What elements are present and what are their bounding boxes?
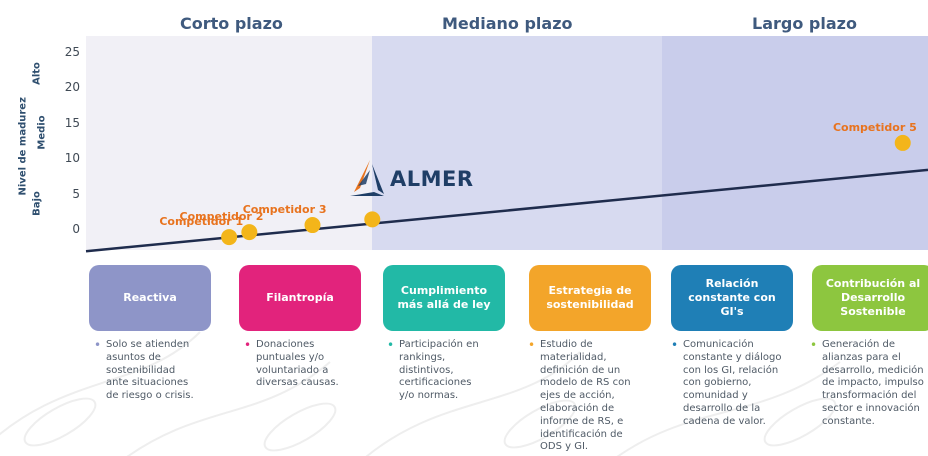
stage-card-reactiva: Reactiva	[89, 265, 211, 331]
phase-title-short: Corto plazo	[180, 14, 283, 33]
band-short-term	[86, 36, 372, 250]
phase-title-medium: Mediano plazo	[442, 14, 573, 33]
stage-description-cumplimiento: • Participación en rankings, distintivos…	[387, 339, 517, 403]
competitor-label: Competidor 1	[159, 215, 243, 228]
almer-logo-mark-icon	[350, 160, 384, 196]
stage-title: Contribución al Desarrollo Sostenible	[825, 277, 921, 318]
stage-description-contribucion: • Generación de alianzas para el desarro…	[810, 339, 928, 429]
stage-description-text: Comunicación constante y diálogo con los…	[683, 339, 782, 427]
bullet-dot: •	[528, 338, 536, 352]
stage-card-filantropia: Filantropía	[239, 265, 361, 331]
stage-description-relacion: • Comunicación constante y diálogo con l…	[671, 339, 801, 429]
bullet-dot: •	[94, 338, 102, 352]
bullet-dot: •	[671, 338, 679, 352]
stage-description-text: Estudio de materialidad, definición de u…	[540, 339, 631, 453]
stage-title: Cumplimiento más allá de ley	[397, 284, 491, 311]
stage-description-text: Donaciones puntuales y/o voluntariado a …	[256, 339, 339, 389]
y-tick-label: 5	[72, 186, 80, 201]
stage-card-contribucion: Contribución al Desarrollo Sostenible	[812, 265, 928, 331]
bullet-dot: •	[387, 338, 395, 352]
band-medium-term	[372, 36, 662, 250]
y-tick-label: 0	[72, 222, 80, 236]
competitor-label: Competidor 5	[833, 121, 917, 134]
stage-card-estrategia: Estrategia de sostenibilidad	[529, 265, 651, 331]
y-tick-label: 15	[64, 115, 80, 130]
stage-description-filantropia: • Donaciones puntuales y/o voluntariado …	[244, 339, 374, 390]
stage-title: Estrategia de sostenibilidad	[546, 284, 634, 311]
competitor-label: Competidor 2	[180, 210, 264, 223]
bullet-dot: •	[810, 338, 818, 352]
stage-description-text: Generación de alianzas para el desarroll…	[822, 339, 924, 427]
stage-title: Filantropía	[266, 291, 334, 305]
competitor-point	[894, 134, 911, 151]
almer-logo-text: ALMER	[390, 167, 474, 191]
stage-description-reactiva: • Solo se atienden asuntos de sostenibil…	[94, 339, 224, 403]
stage-title: Reactiva	[123, 291, 177, 305]
competitor-point	[304, 217, 321, 234]
stage-description-estrategia: • Estudio de materialidad, definición de…	[528, 339, 658, 454]
y-tick-label: 10	[64, 151, 80, 166]
stage-description-text: Solo se atienden asuntos de sostenibilid…	[106, 339, 194, 402]
competitor-label: Competidor 3	[243, 203, 327, 216]
bullet-dot: •	[244, 338, 252, 352]
stage-card-relacion: Relación constante con GI's	[671, 265, 793, 331]
competitor-point	[364, 211, 381, 228]
y-tick-label: 25	[64, 45, 80, 59]
y-tick-label: 20	[64, 80, 80, 95]
stage-card-cumplimiento: Cumplimiento más allá de ley	[383, 265, 505, 331]
competitor-point	[241, 224, 258, 241]
band-long-term	[662, 36, 928, 250]
stage-title: Relación constante con GI's	[688, 277, 776, 318]
stage-description-text: Participación en rankings, distintivos, …	[399, 339, 479, 402]
phase-title-long: Largo plazo	[752, 14, 857, 33]
almer-logo: ALMER	[344, 158, 474, 202]
competitor-point	[221, 229, 238, 246]
